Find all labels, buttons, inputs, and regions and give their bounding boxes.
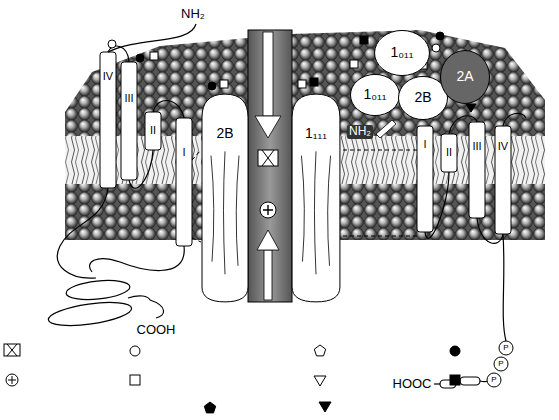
helix-number: III (472, 140, 481, 152)
left-loops (47, 24, 196, 330)
right-helices (417, 122, 511, 234)
subunit-circle: 2A (440, 50, 490, 104)
subunit-circle: 1₀₁₁ (350, 74, 400, 116)
phosphate-label: P (503, 344, 508, 353)
subunit-name: 1₀₁₁ (350, 87, 400, 102)
subunit-circle: 1₀₁₁ (374, 30, 430, 76)
charge-symbol (260, 202, 276, 218)
helix-number: I (182, 146, 185, 158)
subunit-name: 1₁₁₁ (290, 126, 342, 141)
subunit-name: 2B (200, 126, 250, 141)
phosphate-circles (487, 341, 513, 387)
phosphate-label: P (498, 360, 503, 369)
helix-number: I (423, 138, 426, 150)
terminus-label: COOH (135, 323, 178, 337)
selectivity-filter-symbol (258, 150, 278, 166)
subunit-name: 2B (398, 90, 448, 105)
helix-number: IV (103, 70, 113, 82)
symbol-key (4, 344, 460, 413)
node-outline (290, 92, 342, 304)
right-loops (425, 113, 526, 388)
left-helices (100, 52, 192, 246)
phosphate-label: P (491, 376, 496, 385)
helix-number: II (446, 146, 452, 158)
subunit-name: 2A (440, 69, 490, 84)
terminus-label: NH₂ (347, 125, 373, 138)
node-outline (200, 92, 250, 304)
subunit-shape: 1₁₁₁ (290, 92, 342, 304)
pore (248, 30, 292, 302)
subunit-shape: 2B (200, 92, 250, 304)
subunit-name: 1₀₁₁ (374, 45, 430, 60)
ion-flow-arrows (255, 32, 281, 300)
helix-number: III (124, 92, 133, 104)
terminus-label: NH₂ (179, 7, 207, 21)
helix-number: II (150, 124, 156, 136)
helix-number: IV (498, 140, 508, 152)
nterm-segment (376, 120, 396, 138)
terminus-label: HOOC (391, 377, 434, 391)
